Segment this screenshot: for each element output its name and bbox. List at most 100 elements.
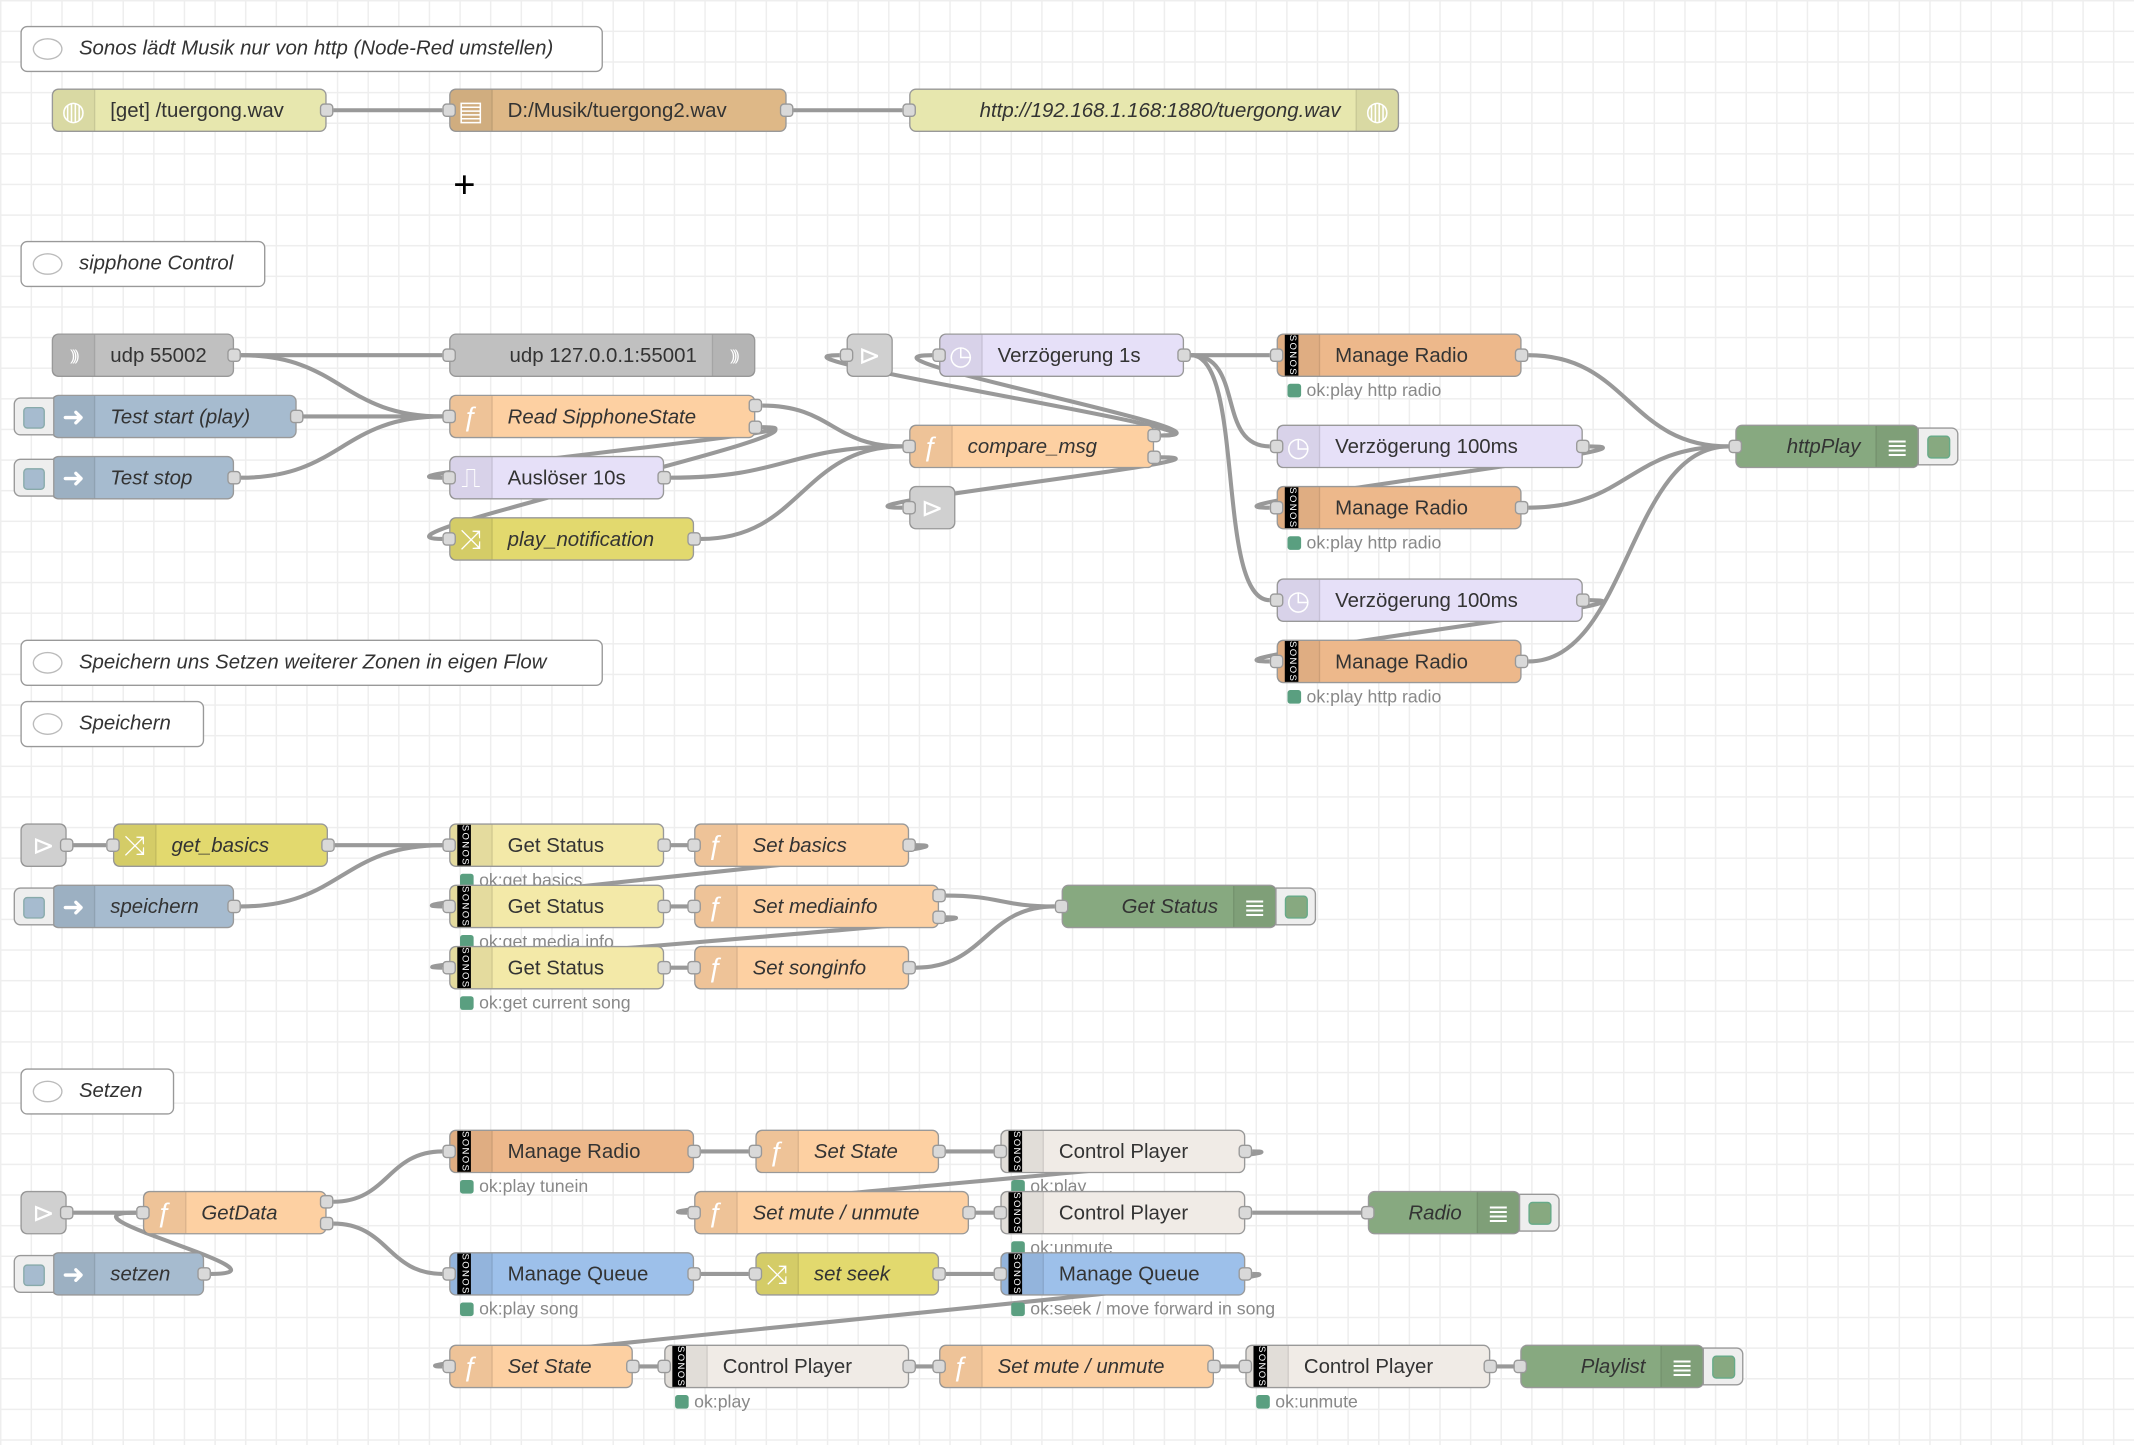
- output-port[interactable]: [932, 888, 946, 903]
- change-node[interactable]: ⤨play_notification: [449, 517, 695, 561]
- output-port[interactable]: [59, 838, 74, 852]
- comment-node[interactable]: Speichern uns Setzen weiterer Zonen in e…: [20, 639, 603, 686]
- input-port[interactable]: [442, 1359, 456, 1374]
- output-port[interactable]: [1177, 348, 1191, 363]
- change-node[interactable]: ⤨set seek: [755, 1252, 940, 1296]
- input-port[interactable]: [136, 1205, 150, 1220]
- output-port[interactable]: [289, 409, 304, 424]
- file-node[interactable]: ▤D:/Musik/tuergong2.wav: [449, 88, 787, 133]
- wire[interactable]: [1190, 353, 1270, 449]
- output-port[interactable]: [227, 470, 241, 485]
- output-port[interactable]: [197, 1267, 211, 1281]
- output-port[interactable]: [902, 838, 916, 852]
- comment-node[interactable]: Setzen: [20, 1068, 175, 1115]
- input-port[interactable]: [902, 500, 916, 515]
- output-port[interactable]: [779, 103, 794, 118]
- link-node[interactable]: ⊳: [846, 333, 893, 377]
- input-port[interactable]: [1728, 439, 1743, 454]
- output-port[interactable]: [1576, 439, 1590, 454]
- output-port[interactable]: [1483, 1359, 1498, 1374]
- wire[interactable]: [915, 904, 1055, 970]
- wire[interactable]: [762, 403, 903, 449]
- input-port[interactable]: [442, 1267, 456, 1281]
- input-port[interactable]: [993, 1267, 1008, 1281]
- inject-button[interactable]: [13, 1254, 55, 1293]
- wire[interactable]: [333, 1149, 443, 1204]
- output-port[interactable]: [657, 899, 671, 914]
- input-port[interactable]: [902, 103, 916, 118]
- output-port[interactable]: [319, 1194, 334, 1209]
- wire[interactable]: [240, 843, 443, 909]
- link-node[interactable]: ⊳: [909, 485, 956, 530]
- debug-toggle-button[interactable]: [1917, 427, 1959, 466]
- comment-node[interactable]: sipphone Control: [20, 240, 266, 288]
- input-port[interactable]: [932, 348, 946, 363]
- output-port[interactable]: [657, 960, 671, 975]
- link-node[interactable]: ⊳: [20, 1190, 67, 1235]
- inject-button[interactable]: [13, 458, 55, 497]
- wire[interactable]: [945, 893, 1055, 909]
- output-port[interactable]: [932, 910, 946, 925]
- output-port[interactable]: [687, 1267, 701, 1281]
- output-port[interactable]: [227, 899, 241, 914]
- input-port[interactable]: [442, 409, 456, 424]
- input-port[interactable]: [1269, 439, 1284, 454]
- output-port[interactable]: [932, 1267, 946, 1281]
- debug-toggle-button[interactable]: [1702, 1347, 1744, 1386]
- input-port[interactable]: [442, 103, 456, 118]
- inject-button[interactable]: [13, 397, 55, 436]
- output-port[interactable]: [1514, 654, 1529, 669]
- output-port[interactable]: [1207, 1359, 1221, 1374]
- output-port[interactable]: [1514, 348, 1529, 363]
- output-port[interactable]: [1238, 1267, 1253, 1281]
- input-port[interactable]: [442, 960, 456, 975]
- output-port[interactable]: [748, 398, 763, 413]
- change-node[interactable]: ⤨get_basics: [112, 823, 329, 867]
- input-port[interactable]: [1513, 1359, 1528, 1374]
- input-port[interactable]: [993, 1205, 1008, 1220]
- input-port[interactable]: [687, 1205, 701, 1220]
- comment-node[interactable]: Sonos lädt Musik nur von http (Node-Red …: [20, 25, 603, 73]
- output-port[interactable]: [319, 103, 334, 118]
- output-port[interactable]: [1514, 500, 1529, 515]
- delay-node[interactable]: ◷Verzögerung 100ms: [1276, 424, 1583, 469]
- output-port[interactable]: [657, 470, 671, 485]
- output-port[interactable]: [902, 1359, 916, 1374]
- output-port[interactable]: [687, 532, 701, 546]
- wire[interactable]: [914, 353, 1179, 438]
- output-port[interactable]: [748, 420, 763, 435]
- input-port[interactable]: [442, 470, 456, 485]
- wire[interactable]: [1528, 353, 1729, 449]
- output-port[interactable]: [1147, 450, 1161, 465]
- output-port[interactable]: [1238, 1205, 1253, 1220]
- output-port[interactable]: [1147, 428, 1161, 443]
- input-port[interactable]: [748, 1267, 763, 1281]
- output-port[interactable]: [626, 1359, 640, 1374]
- input-port[interactable]: [902, 439, 916, 454]
- wire[interactable]: [1528, 444, 1729, 664]
- wire[interactable]: [670, 444, 903, 480]
- input-port[interactable]: [687, 960, 701, 975]
- input-port[interactable]: [1238, 1359, 1253, 1374]
- wire[interactable]: [1190, 353, 1271, 603]
- output-port[interactable]: [321, 838, 335, 852]
- input-port[interactable]: [442, 899, 456, 914]
- input-port[interactable]: [687, 899, 701, 914]
- wire[interactable]: [333, 1221, 443, 1276]
- debug-toggle-button[interactable]: [1518, 1193, 1560, 1232]
- inject-node[interactable]: ➜Test stop: [51, 455, 235, 500]
- input-port[interactable]: [1269, 348, 1284, 363]
- output-port[interactable]: [59, 1205, 74, 1220]
- input-port[interactable]: [657, 1359, 671, 1374]
